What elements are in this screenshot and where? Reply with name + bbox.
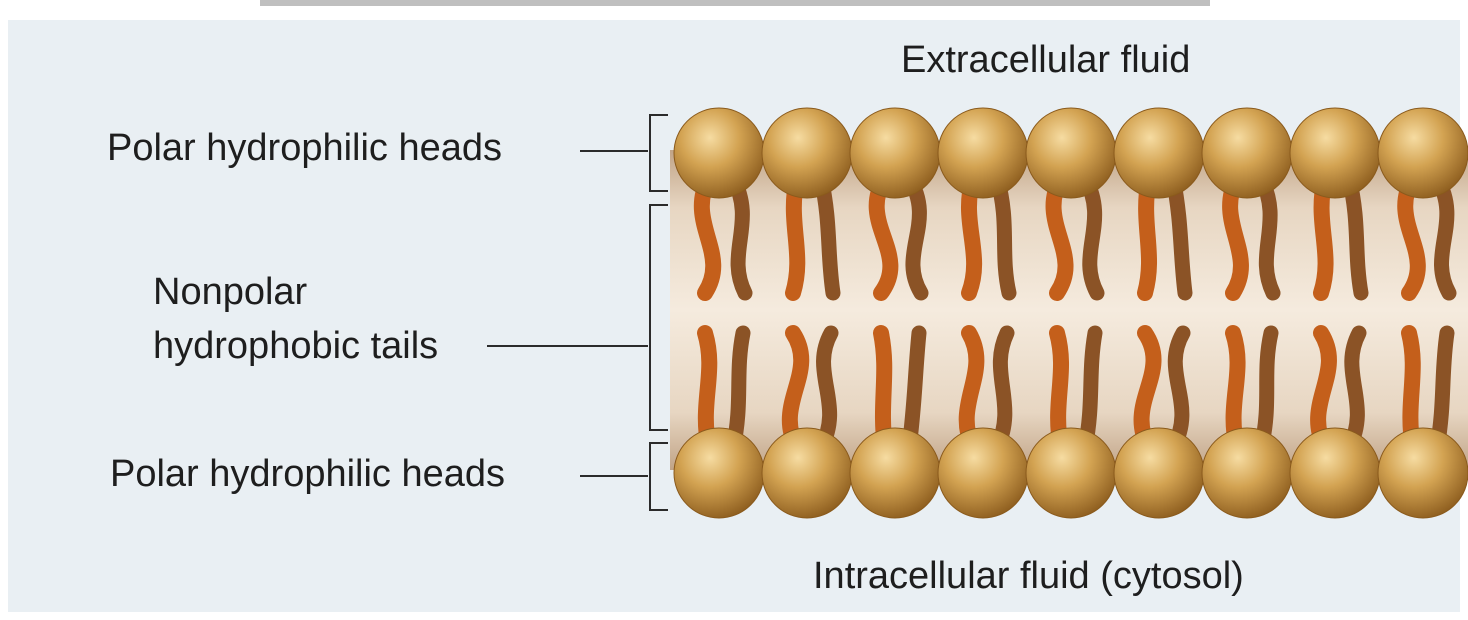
nonpolar-tails-label-line2: hydrophobic tails [153, 324, 438, 368]
phospholipid-head-top [674, 108, 764, 198]
bottom-heads-bracket [650, 443, 668, 510]
phospholipid-head-bottom [850, 428, 940, 518]
extracellular-fluid-label: Extracellular fluid [901, 38, 1190, 82]
phospholipid-head-bottom [1378, 428, 1468, 518]
leader-lines [487, 115, 668, 510]
intracellular-fluid-label: Intracellular fluid (cytosol) [813, 554, 1244, 598]
nonpolar-tails-label-line1: Nonpolar [153, 270, 307, 314]
top-polar-heads-label: Polar hydrophilic heads [107, 126, 502, 170]
phospholipid-head-bottom [1202, 428, 1292, 518]
phospholipid-head-top [1026, 108, 1116, 198]
phospholipid-head-top [762, 108, 852, 198]
phospholipid-head-bottom [1026, 428, 1116, 518]
phospholipid-head-top [1114, 108, 1204, 198]
tails-bracket [650, 205, 668, 430]
phospholipid-head-bottom [674, 428, 764, 518]
membrane [670, 108, 1468, 518]
phospholipid-head-bottom [1114, 428, 1204, 518]
phospholipid-head-bottom [1290, 428, 1380, 518]
phospholipid-head-top [1290, 108, 1380, 198]
bottom-polar-heads-label: Polar hydrophilic heads [110, 452, 505, 496]
phospholipid-head-bottom [938, 428, 1028, 518]
phospholipid-head-top [850, 108, 940, 198]
top-heads-bracket [650, 115, 668, 191]
phospholipid-head-top [1202, 108, 1292, 198]
phospholipid-head-top [1378, 108, 1468, 198]
phospholipid-head-top [938, 108, 1028, 198]
phospholipid-head-bottom [762, 428, 852, 518]
